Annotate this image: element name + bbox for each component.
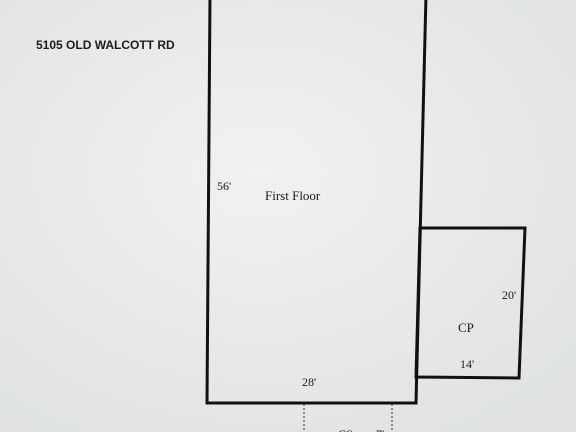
first-floor-outline [205, 0, 428, 405]
partial-area-dimension: 7' [376, 427, 384, 432]
address-label: 5105 OLD WALCOTT RD [36, 38, 175, 52]
carport-label: CP [458, 320, 474, 335]
first-floor-side-dimension: 56' [217, 179, 231, 193]
first-floor-bottom-dimension: 28' [302, 375, 316, 389]
first-floor-label: First Floor [265, 188, 321, 203]
carport-side-dimension: 20' [502, 288, 516, 302]
carport-outline [414, 226, 527, 380]
partial-area-label: CS [338, 427, 353, 432]
carport-bottom-dimension: 14' [460, 357, 474, 371]
